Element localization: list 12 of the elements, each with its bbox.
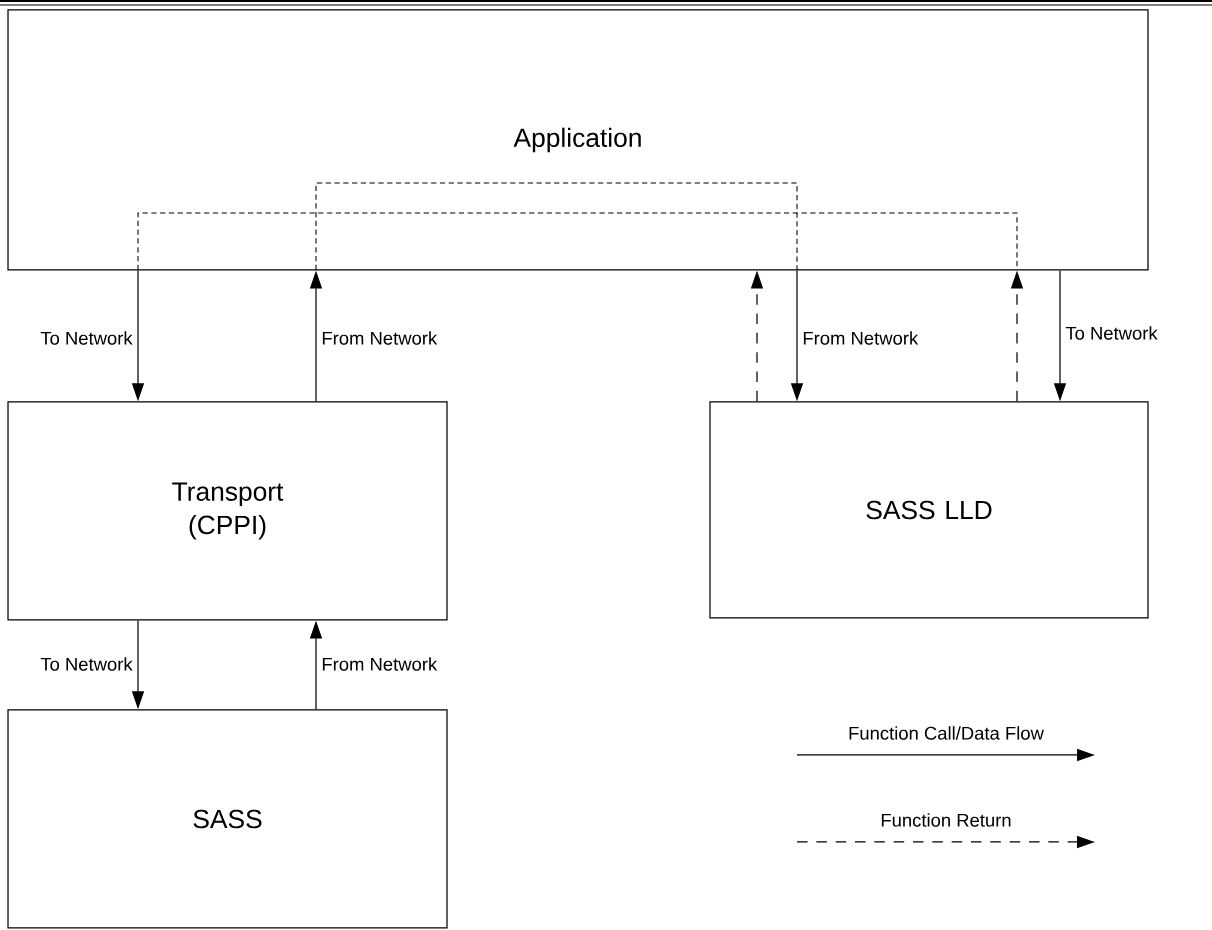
edge-label: To Network (40, 331, 133, 345)
process-box: Transport (CPPI) (7, 401, 448, 621)
edge-label: To Network (1065, 326, 1158, 340)
edge-label: To Network (40, 657, 133, 671)
process-box: Application (7, 9, 1149, 271)
legend-label: Function Call/Data Flow (849, 726, 1044, 740)
edge-label: From Network (322, 657, 438, 671)
edge-label: From Network (803, 331, 919, 345)
process-box: SASS (7, 709, 448, 929)
edge-label: From Network (322, 331, 438, 345)
legend-label: Function Return (881, 813, 1011, 827)
process-box: SASS LLD (709, 401, 1149, 619)
